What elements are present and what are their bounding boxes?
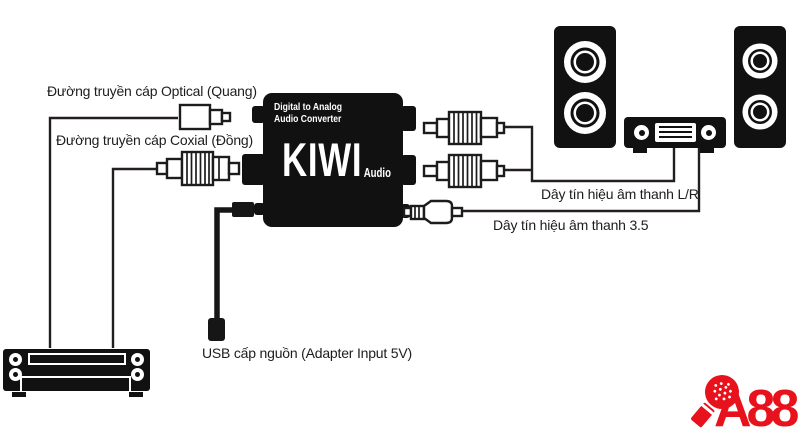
brand-name: KIWI	[282, 133, 363, 186]
amp-knob-left-icon	[634, 125, 649, 140]
speaker-right	[734, 26, 786, 148]
device-knob-icon	[9, 368, 22, 381]
usb-connector-icon	[208, 318, 225, 341]
coaxial-wire	[111, 167, 157, 348]
device-foot	[12, 392, 26, 397]
coaxial-label: Đường truyền cáp Coxial (Đồng)	[56, 132, 253, 148]
audio-jack-35-icon	[403, 199, 464, 225]
device-trim-icon	[20, 376, 131, 391]
rca-port-top-icon	[401, 106, 416, 131]
converter-description-line1: Digital to Analog	[274, 102, 343, 113]
amplifier	[624, 117, 726, 148]
optical-label: Đường truyền cáp Optical (Quang)	[47, 83, 257, 99]
brand-suffix: Audio	[363, 165, 391, 181]
usb-power-label: USB cấp nguồn (Adapter Input 5V)	[202, 345, 412, 361]
converter-description: Digital to Analog Audio Converter	[274, 102, 342, 126]
speaker-cone-icon	[576, 53, 594, 71]
speaker-cone-icon	[753, 54, 767, 68]
amp-foot	[633, 148, 647, 153]
converter-box: Digital to Analog Audio Converter KIWI A…	[263, 93, 403, 227]
speaker-cone-icon	[576, 104, 594, 122]
jack-35-wire	[461, 148, 701, 213]
usb-cable	[214, 207, 234, 319]
rca-connector-bottom-icon	[422, 153, 506, 189]
rca-top-wire	[504, 125, 676, 183]
amp-vent-icon	[655, 123, 696, 142]
optical-connector-icon	[178, 103, 232, 131]
coaxial-connector-icon	[155, 150, 241, 187]
rca-connector-top-icon	[422, 110, 506, 146]
device-knob-icon	[131, 353, 144, 366]
device-knob-icon	[9, 353, 22, 366]
microphone-icon	[691, 375, 739, 428]
optical-port-icon	[252, 106, 265, 123]
coaxial-port-icon	[242, 154, 265, 185]
audio-lr-label: Dây tín hiệu âm thanh L/R	[541, 186, 699, 202]
amp-foot	[700, 148, 714, 153]
brand-lockup: KIWI Audio	[282, 133, 391, 186]
optical-wire	[48, 116, 178, 348]
usb-port-icon	[254, 203, 265, 215]
converter-description-line2: Audio Converter	[274, 114, 342, 125]
a88-logo: A88	[691, 375, 800, 434]
speaker-left	[554, 26, 616, 148]
speaker-cone-icon	[753, 105, 767, 119]
source-device	[3, 349, 150, 391]
disc-tray-icon	[28, 353, 126, 365]
rca-port-bottom-icon	[401, 155, 416, 185]
device-knob-icon	[131, 368, 144, 381]
amp-knob-right-icon	[701, 125, 716, 140]
device-foot	[129, 392, 143, 397]
audio-35-label: Dây tín hiệu âm thanh 3.5	[493, 217, 649, 233]
usb-plug-icon	[232, 202, 254, 217]
